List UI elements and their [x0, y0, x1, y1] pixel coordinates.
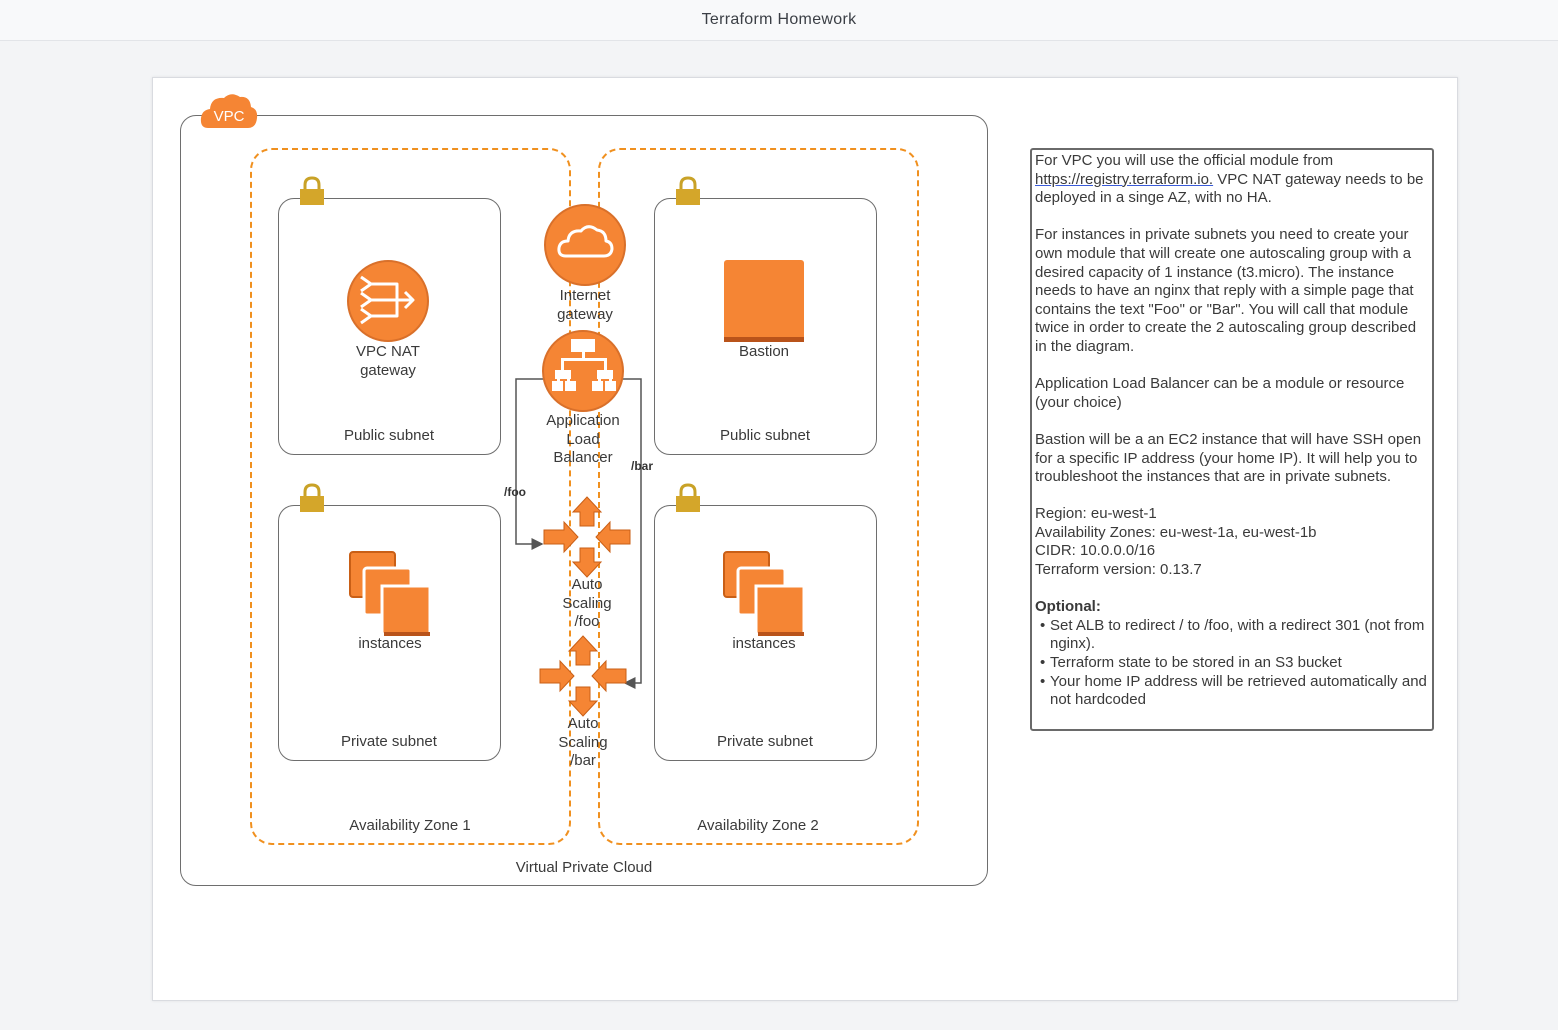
- lock-icon: [676, 483, 700, 512]
- notes-optional-item: Set ALB to redirect / to /foo, with a re…: [1035, 617, 1428, 654]
- auto-scaling-icon[interactable]: [543, 496, 631, 578]
- alb-label-1: Application: [546, 412, 620, 429]
- route-foo-label: /foo: [504, 485, 526, 499]
- nat-gateway-label-1: VPC NAT: [356, 343, 420, 360]
- vpc-badge-text: VPC: [214, 108, 245, 125]
- asg-bar-label-1: Auto: [567, 715, 599, 732]
- internet-gateway-label-1: Internet: [559, 287, 611, 304]
- notes-optional-title: Optional:: [1035, 598, 1101, 616]
- instances-az2-label: instances: [732, 635, 796, 652]
- public-subnet-az1-label: Public subnet: [343, 427, 435, 444]
- public-subnet-az1[interactable]: [278, 198, 501, 455]
- notes-azs: Availability Zones: eu-west-1a, eu-west-…: [1035, 523, 1317, 541]
- az2-label: Availability Zone 2: [697, 817, 819, 834]
- vpc-label: Virtual Private Cloud: [515, 859, 653, 876]
- alb-label-2: Load: [566, 431, 600, 448]
- private-subnet-az1-label: Private subnet: [341, 733, 437, 750]
- route-bar-connector: [620, 378, 642, 689]
- notes-paragraph-alb: Application Load Balancer can be a modul…: [1035, 375, 1405, 411]
- notes-p1-prefix: For VPC you will use the official module…: [1035, 152, 1334, 169]
- public-subnet-az2[interactable]: [654, 198, 877, 455]
- instances-icon[interactable]: [349, 551, 432, 637]
- asg-foo-label-3: /foo: [574, 613, 600, 630]
- bastion-label: Bastion: [738, 343, 790, 360]
- alb-label-3: Balancer: [553, 449, 613, 466]
- notes-optional-list: Set ALB to redirect / to /foo, with a re…: [1035, 617, 1428, 710]
- notes-paragraph-instances: For instances in private subnets you nee…: [1035, 226, 1417, 355]
- vpc-cloud-icon: VPC: [200, 94, 258, 128]
- lock-icon: [300, 483, 324, 512]
- lock-icon: [300, 176, 324, 205]
- terraform-registry-link[interactable]: https://registry.terraform.io.: [1035, 170, 1214, 188]
- asg-foo-label-1: Auto: [571, 576, 603, 593]
- internet-gateway-label-2: gateway: [557, 306, 613, 323]
- lock-icon: [676, 176, 700, 205]
- az1-label: Availability Zone 1: [349, 817, 471, 834]
- bastion-icon[interactable]: [723, 259, 805, 343]
- notes-p1-suffix: VPC NAT gateway needs to be deployed in …: [1035, 170, 1424, 207]
- notes-paragraph-vpc: For VPC you will use the official module…: [1035, 152, 1428, 208]
- auto-scaling-icon[interactable]: [539, 635, 627, 717]
- notes-optional-item: Your home IP address will be retrieved a…: [1035, 673, 1428, 710]
- public-subnet-az2-label: Public subnet: [719, 427, 811, 444]
- notes-cidr: CIDR: 10.0.0.0/16: [1035, 542, 1156, 560]
- load-balancer-icon[interactable]: [542, 330, 624, 412]
- nat-gateway-icon[interactable]: [347, 260, 429, 342]
- private-subnet-az2[interactable]: [654, 505, 877, 761]
- alb-routing-connectors: [515, 378, 642, 689]
- notes-tf-version: Terraform version: 0.13.7: [1035, 561, 1202, 579]
- notes-box[interactable]: For VPC you will use the official module…: [1030, 148, 1434, 731]
- availability-zone-2[interactable]: [598, 148, 919, 845]
- availability-zone-1[interactable]: [250, 148, 571, 845]
- instances-az1-label: instances: [358, 635, 422, 652]
- private-subnet-az2-label: Private subnet: [717, 733, 813, 750]
- instances-icon[interactable]: [723, 551, 806, 637]
- asg-bar-label-3: /bar: [570, 752, 596, 769]
- notes-paragraph-bastion: Bastion will be a an EC2 instance that w…: [1035, 430, 1422, 486]
- asg-foo-label-2: Scaling: [562, 595, 612, 612]
- route-bar-label: /bar: [631, 459, 654, 473]
- private-subnet-az1[interactable]: [278, 505, 501, 761]
- notes-optional-item: Terraform state to be stored in an S3 bu…: [1035, 654, 1428, 673]
- document-title[interactable]: Terraform Homework: [701, 11, 857, 28]
- vpc-container[interactable]: [180, 115, 988, 886]
- internet-gateway-icon[interactable]: [544, 204, 626, 286]
- top-bar: Terraform Homework: [0, 0, 1558, 41]
- nat-gateway-label-2: gateway: [360, 362, 416, 379]
- route-foo-connector: [515, 378, 546, 550]
- notes-region: Region: eu-west-1: [1035, 505, 1157, 523]
- asg-bar-label-2: Scaling: [558, 734, 608, 751]
